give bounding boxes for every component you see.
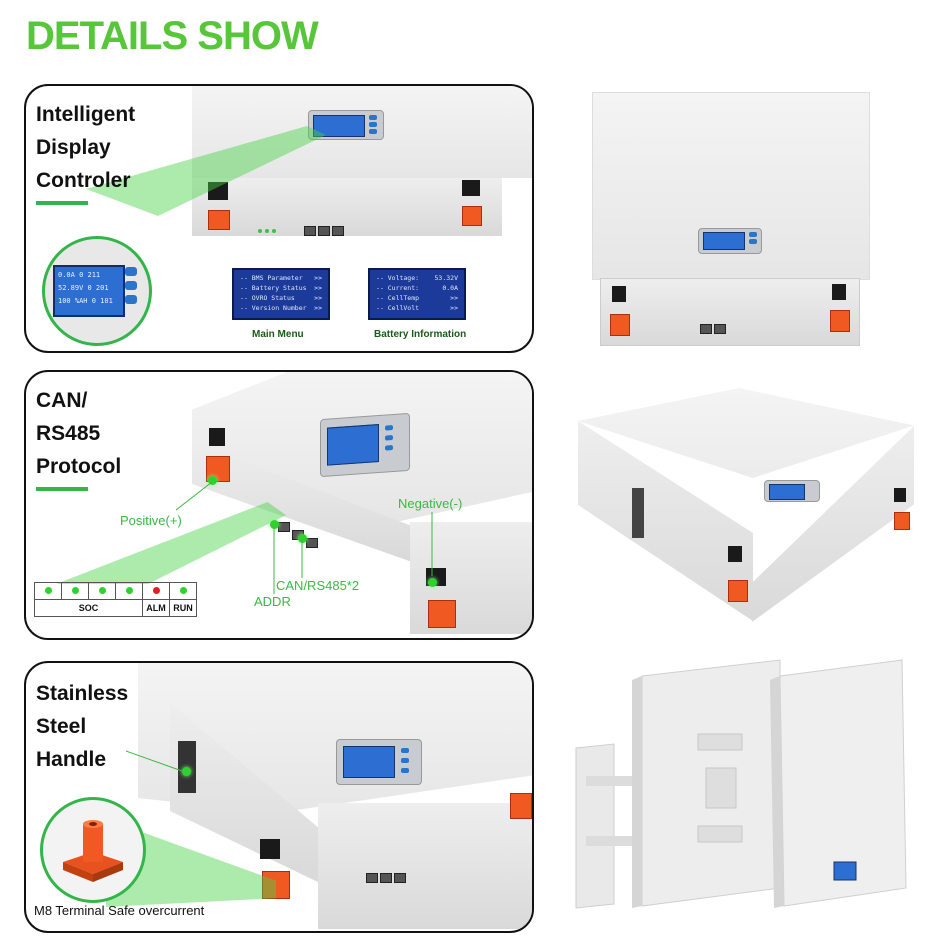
main-menu-screen: -- BMS Parameter>> -- Battery Status>> -… (232, 268, 330, 320)
lcd-line: 0.0A 0 211 (58, 271, 101, 279)
lcd-panel (336, 739, 422, 785)
positive-marker (208, 476, 217, 485)
negative-terminal-right (832, 284, 846, 300)
heading-line: Controler (36, 169, 131, 192)
panel-heading: CAN/ RS485 Protocol (36, 384, 121, 491)
lcd-zoom-circle: 0.0A 0 211 52.89V 0 201 100 %AH 0 101 (42, 236, 152, 346)
heading-line: Protocol (36, 455, 122, 478)
heading-line: Intelligent (36, 103, 136, 126)
comm-port (714, 324, 726, 334)
product-angled-view (578, 388, 914, 624)
comm-port (318, 226, 330, 236)
main-menu-caption: Main Menu (252, 329, 304, 340)
positive-terminal (610, 314, 630, 336)
positive-terminal-right (462, 206, 482, 226)
indicator-table: SOC ALM RUN (34, 582, 197, 617)
soc-indicator (115, 582, 143, 600)
positive-terminal-right (830, 310, 850, 332)
battery-front (192, 178, 502, 236)
panel-display-controller: Intelligent Display Controler 0.0A 0 211… (24, 84, 534, 353)
product-wall-mount-view (572, 656, 916, 922)
lcd-panel (764, 480, 820, 502)
heading-underline (36, 487, 88, 491)
terminal-zoom-circle (40, 797, 146, 903)
positive-terminal (262, 871, 290, 899)
addr-label: ADDR (254, 594, 291, 609)
comm-port (394, 873, 406, 883)
positive-terminal (206, 456, 230, 482)
soc-indicator (88, 582, 116, 600)
product-front-view (592, 92, 870, 346)
positive-terminal (728, 580, 748, 602)
panel-heading: Stainless Steel Handle (36, 677, 128, 776)
soc-indicator (61, 582, 89, 600)
status-led (258, 229, 262, 233)
lcd-button (125, 267, 137, 276)
run-header: RUN (169, 599, 197, 617)
negative-terminal-right (462, 180, 480, 196)
steel-handle (632, 488, 644, 538)
battery-front (318, 803, 532, 929)
lcd-zoom-screen: 0.0A 0 211 52.89V 0 201 100 %AH 0 101 (53, 265, 125, 317)
status-led (272, 229, 276, 233)
negative-terminal (612, 286, 626, 302)
soc-header: SOC (34, 599, 143, 617)
negative-terminal-right (894, 488, 906, 502)
panel-heading: Intelligent Display Controler (36, 98, 135, 205)
comm-port (304, 226, 316, 236)
lcd-panel (698, 228, 762, 254)
can-rs485-label: CAN/RS485*2 (276, 578, 360, 593)
battery-info-caption: Battery Information (374, 329, 467, 340)
panel-steel-handle: Stainless Steel Handle M8 Terminal Safe … (24, 661, 534, 933)
negative-terminal (728, 546, 742, 562)
status-led (265, 229, 269, 233)
comm-port (306, 538, 318, 548)
positive-terminal-right (428, 600, 456, 628)
comm-port (366, 873, 378, 883)
lcd-panel (320, 412, 410, 478)
positive-terminal-right (894, 512, 910, 530)
run-indicator (169, 582, 197, 600)
heading-line: Stainless (36, 682, 129, 705)
lcd-line: 100 %AH 0 101 (58, 297, 113, 305)
alm-indicator (142, 582, 170, 600)
negative-terminal (208, 182, 228, 200)
lcd-panel (308, 110, 384, 140)
heading-line: Steel (36, 715, 87, 738)
alm-header: ALM (142, 599, 170, 617)
handle-marker (182, 767, 191, 776)
heading-underline (36, 201, 88, 205)
battery-info-screen: -- Voltage:53.32V -- Current:0.0A -- Cel… (368, 268, 466, 320)
lcd-button (125, 295, 137, 304)
positive-terminal (208, 210, 230, 230)
heading-line: Handle (36, 748, 107, 771)
terminal-icon (63, 820, 123, 882)
wall-mount-illustration (575, 659, 907, 909)
terminal-caption: M8 Terminal Safe overcurrent (34, 903, 205, 918)
comm-port (278, 522, 290, 532)
lcd-button (125, 281, 137, 290)
can-marker (298, 534, 307, 543)
comm-port (700, 324, 712, 334)
heading-line: CAN/ (36, 389, 88, 412)
negative-terminal (260, 839, 280, 859)
negative-marker (428, 578, 437, 587)
positive-label: Positive(+) (120, 513, 182, 528)
comm-port (380, 873, 392, 883)
comm-port (332, 226, 344, 236)
heading-line: RS485 (36, 422, 101, 445)
addr-marker (270, 520, 279, 529)
negative-label: Negative(-) (398, 496, 463, 511)
negative-terminal (209, 428, 225, 446)
positive-terminal-right (510, 793, 532, 819)
soc-indicator (34, 582, 62, 600)
panel-can-protocol: CAN/ RS485 Protocol Positive(+) Negative… (24, 370, 534, 640)
lcd-line: 52.89V 0 201 (58, 284, 109, 292)
page-title: DETAILS SHOW (26, 14, 319, 58)
heading-line: Display (36, 136, 111, 159)
